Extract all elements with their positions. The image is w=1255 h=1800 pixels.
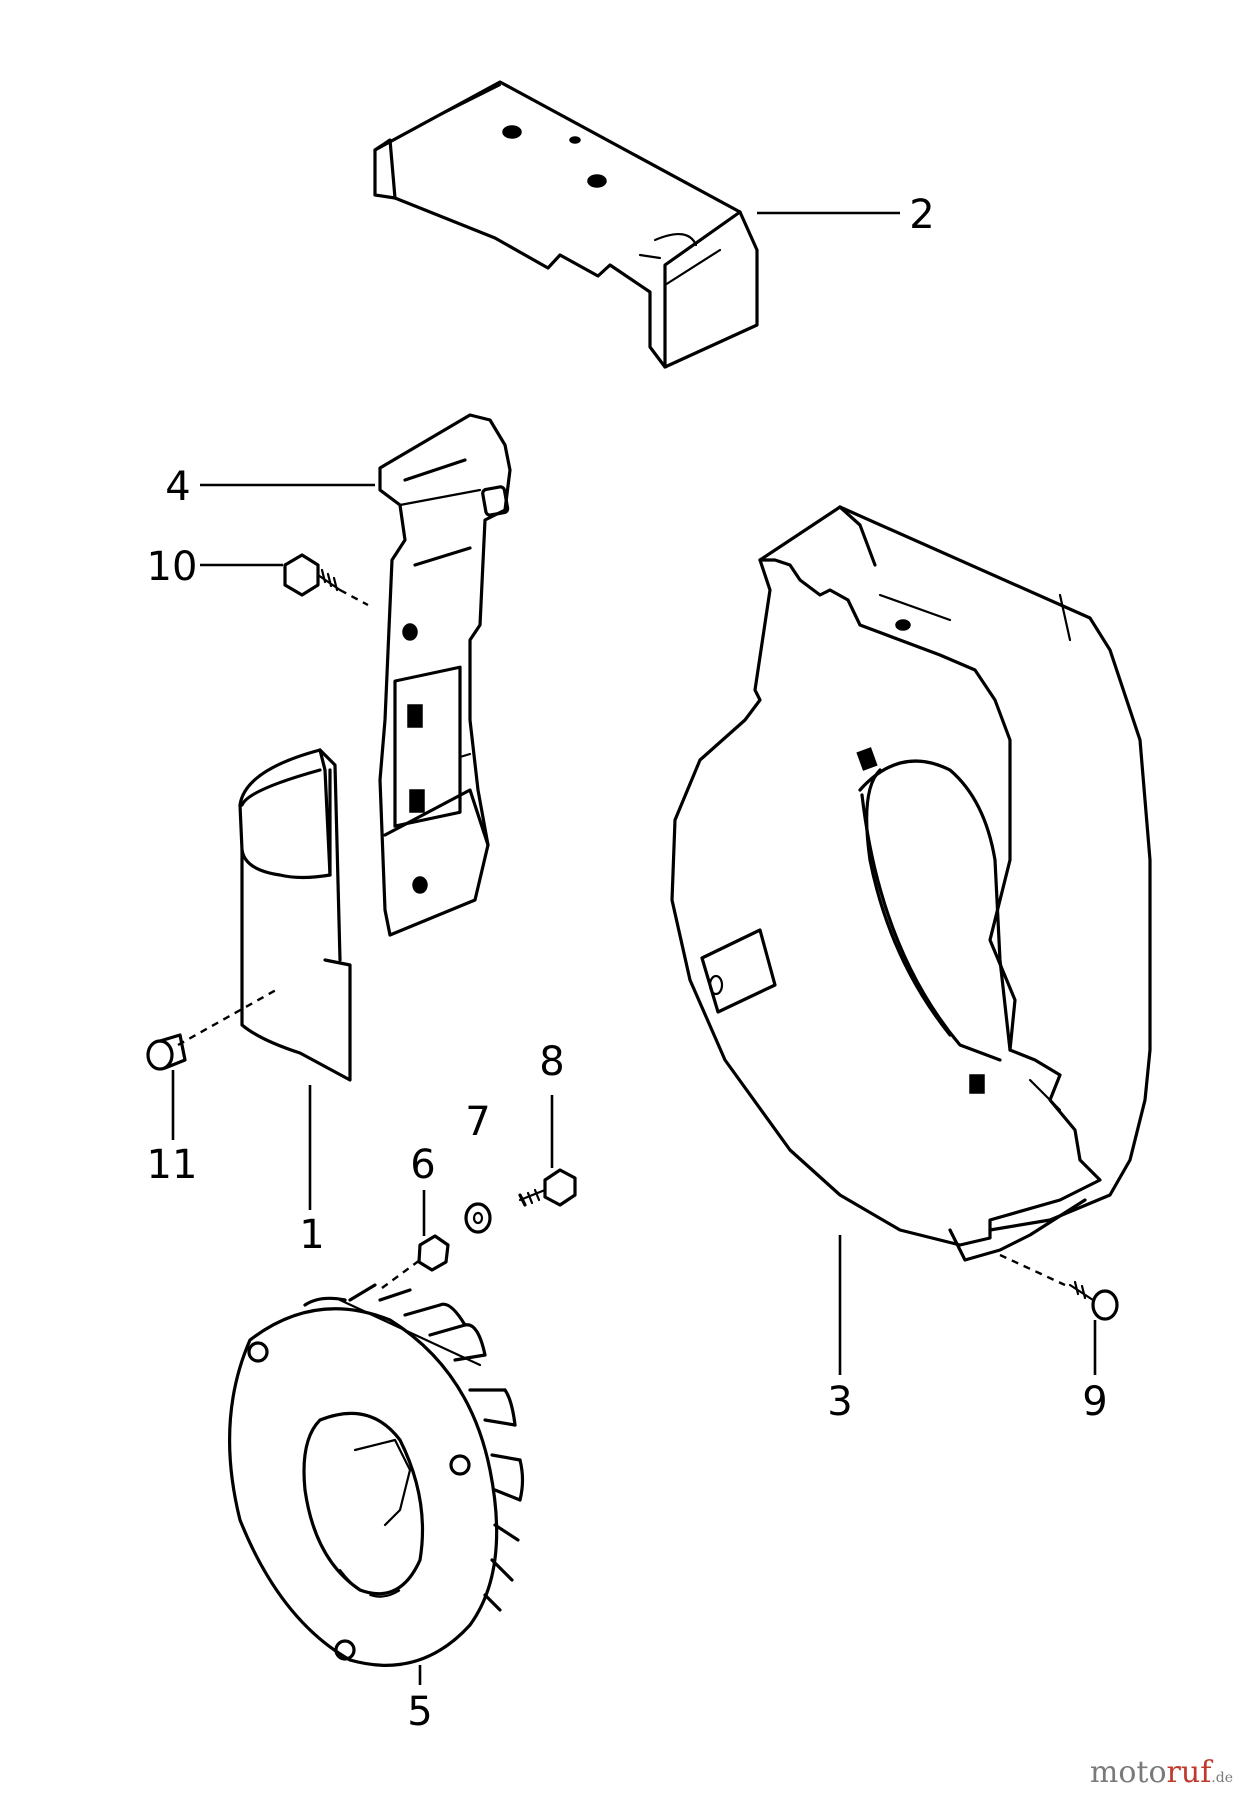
part-labels: 2 4 10 11 1 6 7 8 3 9 5 [147, 192, 1108, 1735]
fastener-6-nut [417, 1234, 450, 1272]
label-part-4: 4 [165, 464, 190, 510]
watermark-part-c: .de [1211, 1770, 1233, 1786]
leader-lines [171, 211, 1097, 1685]
label-part-8: 8 [539, 1039, 564, 1085]
part-3-blower-housing [670, 505, 1152, 1262]
label-part-2: 2 [909, 192, 934, 238]
part-1-shield [238, 748, 352, 1082]
part-4-bracket-plate [378, 413, 512, 937]
part-2-bracket [373, 80, 759, 369]
fastener-11-screw [146, 1033, 187, 1071]
label-part-6: 6 [410, 1142, 435, 1188]
watermark-logo: motoruf.de [1090, 1755, 1233, 1790]
label-part-9: 9 [1082, 1379, 1107, 1425]
part-5-flywheel-fan [227, 1283, 525, 1667]
fastener-10-screw [283, 553, 342, 597]
label-part-5: 5 [407, 1689, 432, 1735]
watermark-part-b: ruf [1166, 1755, 1212, 1790]
label-part-10: 10 [147, 544, 198, 590]
watermark-part-a: moto [1089, 1755, 1167, 1790]
fastener-8-bolt [518, 1168, 577, 1207]
label-part-11: 11 [147, 1142, 198, 1188]
label-part-7: 7 [465, 1099, 490, 1145]
fastener-7-washer [464, 1202, 492, 1234]
label-part-1: 1 [299, 1212, 324, 1258]
label-part-3: 3 [827, 1379, 852, 1425]
fastener-9-bolt [1068, 1280, 1119, 1321]
